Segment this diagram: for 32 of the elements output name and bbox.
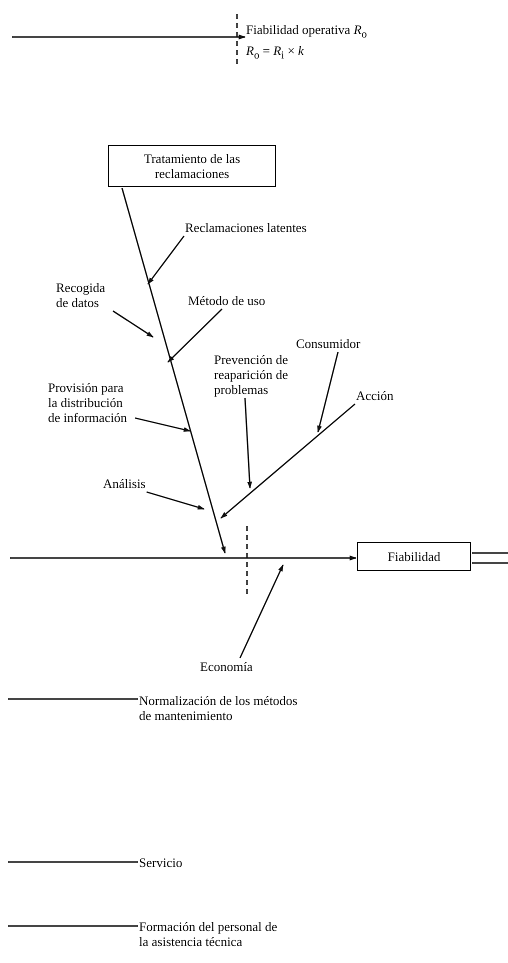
- cause-label: Acción: [356, 388, 394, 403]
- arrow: [12, 34, 246, 40]
- cause-label: Servicio: [139, 855, 182, 870]
- double-line: [471, 552, 508, 564]
- cause-label: Prevención de reaparición de problemas: [214, 352, 302, 397]
- cause-label: Análisis: [103, 476, 146, 491]
- cause-label: Formación del personal de la asistencia técnica: [139, 919, 279, 949]
- arrow: [10, 556, 357, 560]
- line: [8, 861, 138, 863]
- arrow: [121, 188, 226, 554]
- formula-label: R$_{o}$ = R$_{i}$ × k: [246, 42, 305, 64]
- arrow: [239, 564, 284, 658]
- line: [8, 698, 138, 700]
- arrow: [220, 403, 356, 519]
- arrow: [134, 417, 191, 432]
- arrow: [244, 398, 252, 489]
- cause-label: Método de uso: [188, 293, 266, 308]
- cause-label: Normalización de los métodos de mantenimiento: [139, 693, 299, 723]
- cause-label: Reclamaciones latentes: [185, 220, 307, 235]
- line: [8, 925, 138, 927]
- arrow: [168, 308, 222, 362]
- effect-box: Fiabilidad: [357, 542, 471, 571]
- arrow: [317, 352, 339, 433]
- cause-label: Consumidor: [296, 336, 360, 351]
- cause-label: Recogida de datos: [56, 280, 118, 310]
- arrow: [147, 236, 185, 285]
- cause-box: Tratamiento de las reclamaciones: [108, 145, 276, 187]
- cause-label: Provisión para la distribución de información: [48, 380, 134, 425]
- arrow: [112, 310, 154, 338]
- arrow: [146, 491, 205, 510]
- formula-label: Fiabilidad operativa R$_{o}$: [246, 22, 367, 43]
- cause-label: Economía: [200, 659, 253, 674]
